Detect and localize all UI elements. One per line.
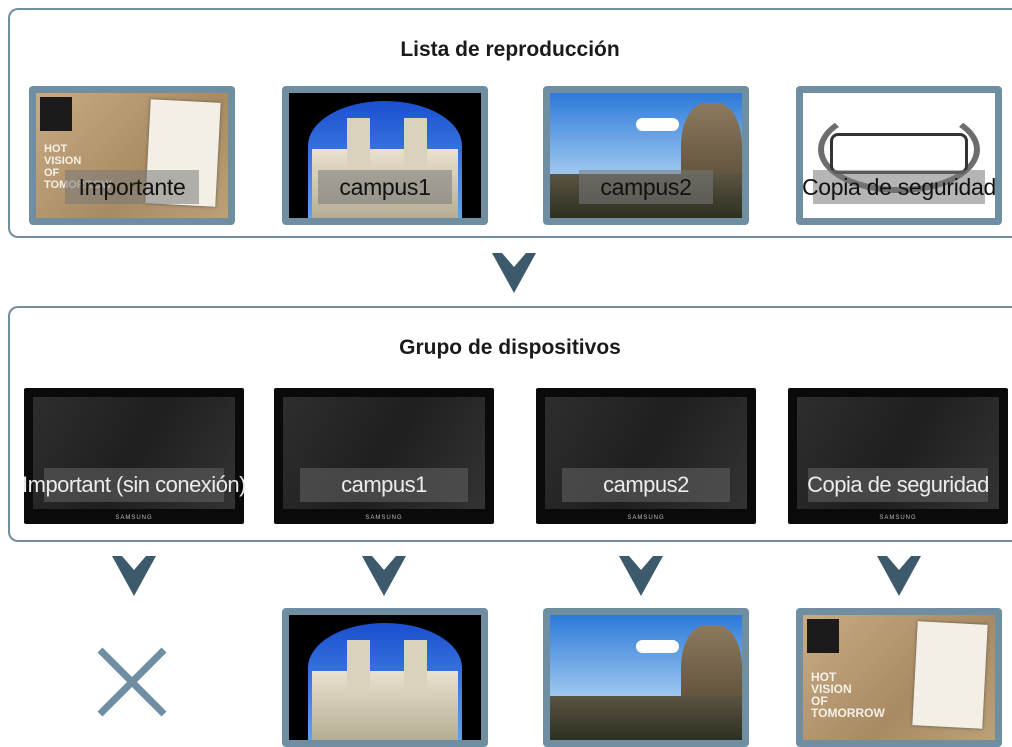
device-group-title: Grupo de dispositivos (399, 336, 621, 359)
campus1-image: campus1 (289, 93, 481, 218)
down-arrow-icon (492, 253, 536, 293)
backup-image: Copia de seguridad (803, 93, 995, 218)
playlist-item-label: campus1 (339, 174, 431, 200)
device-tv-campus2[interactable]: campus2 SAMSUNG (536, 388, 756, 524)
device-tv-copia-de-seguridad[interactable]: Copia de seguridad SAMSUNG (788, 388, 1008, 524)
caption-bg (812, 170, 986, 204)
device-label: Important (sin conexión) (22, 472, 247, 497)
result-campus1 (282, 608, 488, 747)
tv-brand: SAMSUNG (627, 515, 665, 521)
caption-bg (64, 170, 200, 204)
caption-bg (807, 468, 989, 502)
poster-logo (40, 97, 72, 131)
caption-bg (317, 170, 453, 204)
down-arrow-icon (362, 556, 406, 596)
caption-bg (562, 468, 730, 502)
campus2-image: campus2 (550, 93, 742, 218)
device-label: campus2 (603, 472, 689, 497)
down-arrow-icon (619, 556, 663, 596)
playlist-item-campus1[interactable]: campus1 (282, 86, 488, 225)
down-arrow-icon (112, 556, 156, 596)
device-tv-important[interactable]: Important (sin conexión) SAMSUNG (22, 388, 247, 524)
playlist-item-copia-de-seguridad[interactable]: Copia de seguridad (796, 86, 1002, 225)
playlist-item-label: Copia de seguridad (803, 174, 995, 200)
playlist-item-campus2[interactable]: campus2 (543, 86, 749, 225)
campus1-image (289, 615, 481, 740)
caption-bg (578, 170, 714, 204)
tv-brand: SAMSUNG (879, 515, 917, 521)
tv-brand: SAMSUNG (115, 515, 153, 521)
device-label: Copia de seguridad (807, 472, 989, 497)
down-arrow-icon (877, 556, 921, 596)
playlist-item-label: Importante (78, 174, 186, 200)
tv-brand: SAMSUNG (365, 515, 403, 521)
campus2-image (550, 615, 742, 740)
caption-bg (43, 468, 225, 502)
playlist-title: Lista de reproducción (400, 38, 620, 61)
result-campus2 (543, 608, 749, 747)
x-icon (97, 647, 167, 717)
poster-logo (807, 619, 839, 653)
caption-bg (300, 468, 468, 502)
device-tv-campus1[interactable]: campus1 SAMSUNG (274, 388, 494, 524)
poster-paper (912, 621, 988, 729)
playlist-item-label: campus2 (600, 174, 692, 200)
device-label: campus1 (341, 472, 427, 497)
